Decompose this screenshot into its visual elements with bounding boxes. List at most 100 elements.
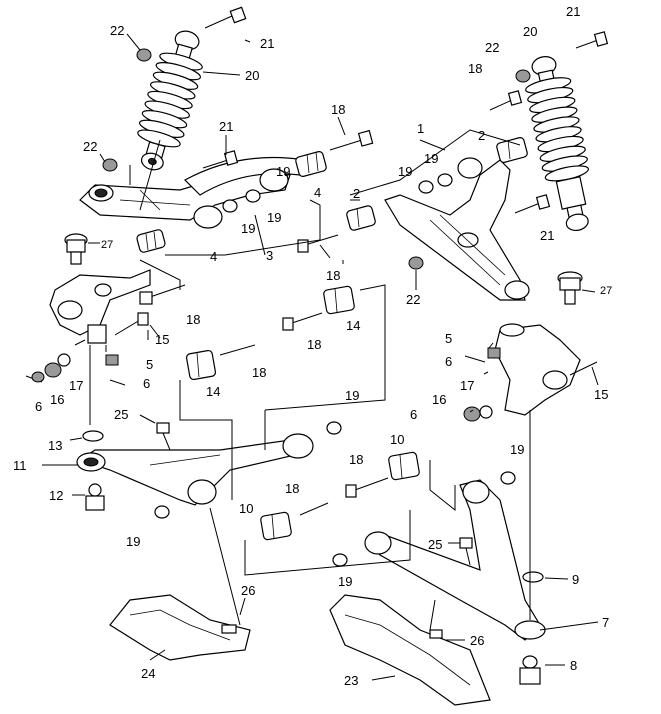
bolt-18 (219, 344, 256, 356)
callout-11: 11 (13, 458, 27, 473)
bolt-21 (202, 150, 239, 169)
bushing-4 (295, 151, 327, 177)
bolt-25 (459, 537, 473, 566)
callout-19: 19 (241, 221, 255, 236)
washer-19 (154, 421, 342, 519)
callout-18: 18 (331, 102, 345, 117)
callout-5: 5 (445, 331, 452, 346)
callout-12: 12 (49, 488, 63, 503)
washer-19 (222, 189, 261, 213)
leader-lines (42, 33, 599, 681)
callout-21: 21 (219, 119, 233, 134)
callout-14: 14 (206, 384, 220, 399)
callout-18: 18 (468, 61, 482, 76)
left-lower-arm (76, 433, 314, 506)
callout-19: 19 (276, 164, 290, 179)
right-shock-absorber (525, 56, 590, 232)
washer-19 (332, 471, 516, 567)
callout-16: 16 (432, 392, 446, 407)
callout-17: 17 (69, 378, 83, 393)
callout-5: 5 (146, 357, 153, 372)
right-lower-arm (364, 479, 546, 641)
callout-6: 6 (445, 354, 452, 369)
callout-10: 10 (390, 432, 404, 447)
callout-17: 17 (460, 378, 474, 393)
bolt-18 (345, 477, 389, 498)
callout-27: 27 (101, 239, 113, 251)
bushing-14 (323, 285, 355, 315)
right-steering-knuckle (494, 323, 581, 416)
bolt-21 (575, 31, 609, 49)
callout-16: 16 (50, 392, 64, 407)
washer-19 (418, 173, 453, 194)
nut-22 (136, 48, 152, 62)
bolt-21 (514, 194, 551, 214)
callout-15: 15 (594, 387, 608, 402)
callout-24: 24 (141, 666, 155, 681)
nut-16 (44, 362, 62, 378)
callout-18: 18 (285, 481, 299, 496)
nut-small (31, 371, 45, 383)
bushing-10 (388, 451, 420, 481)
callout-2: 2 (353, 186, 360, 201)
bushing-2 (346, 205, 376, 231)
ring-13 (82, 430, 104, 442)
ball-joint-27 (557, 271, 583, 305)
ball-joint-27 (64, 233, 88, 265)
left-shock-absorber (137, 30, 203, 171)
bolt-18 (329, 129, 374, 151)
bushing-4 (136, 229, 166, 253)
callout-labels: 22 21 20 22 21 18 19 4 19 19 3 4 27 1 2 … (13, 4, 612, 688)
callout-22: 22 (110, 23, 124, 38)
callout-26: 26 (470, 633, 484, 648)
guard-23 (329, 594, 491, 706)
callout-22: 22 (485, 40, 499, 55)
callout-23: 23 (344, 673, 358, 688)
callout-21: 21 (260, 36, 274, 51)
callout-25: 25 (428, 537, 442, 552)
callout-18: 18 (326, 268, 340, 283)
callout-22: 22 (83, 139, 97, 154)
guard-24 (109, 594, 251, 661)
callout-2: 2 (478, 128, 485, 143)
left-steering-knuckle (49, 269, 151, 344)
callout-19: 19 (126, 534, 140, 549)
bushing-2 (496, 137, 528, 163)
callout-21: 21 (566, 4, 580, 19)
callout-19: 19 (398, 164, 412, 179)
ball-joint-12 (85, 483, 105, 511)
left-upper-arm (79, 156, 306, 229)
bolt-18 (489, 90, 523, 111)
callout-21: 21 (540, 228, 554, 243)
callout-6: 6 (143, 376, 150, 391)
bolt-15 (114, 312, 149, 336)
callout-7: 7 (602, 615, 609, 630)
callout-4: 4 (210, 249, 217, 264)
washer-17 (479, 405, 493, 419)
nut-5 (105, 354, 119, 366)
callout-1: 1 (417, 121, 424, 136)
bushing-14 (185, 349, 217, 381)
callout-6: 6 (35, 399, 42, 414)
callout-15: 15 (155, 332, 169, 347)
bolt-25 (156, 422, 171, 451)
right-upper-arm (384, 157, 530, 301)
callout-18: 18 (307, 337, 321, 352)
callout-20: 20 (523, 24, 537, 39)
nut-5 (487, 347, 501, 359)
callout-19: 19 (345, 388, 359, 403)
bushing-10 (260, 511, 292, 541)
washer-17 (57, 353, 71, 367)
callout-14: 14 (346, 318, 360, 333)
callout-13: 13 (48, 438, 62, 453)
bolt-18 (299, 502, 329, 516)
callout-9: 9 (572, 572, 579, 587)
callout-6: 6 (410, 407, 417, 422)
callout-4: 4 (314, 185, 321, 200)
bolt-21 (204, 6, 247, 29)
ring-9 (522, 571, 544, 583)
bolt-18 (139, 284, 186, 305)
callout-18: 18 (252, 365, 266, 380)
bolt-15 (569, 361, 598, 376)
